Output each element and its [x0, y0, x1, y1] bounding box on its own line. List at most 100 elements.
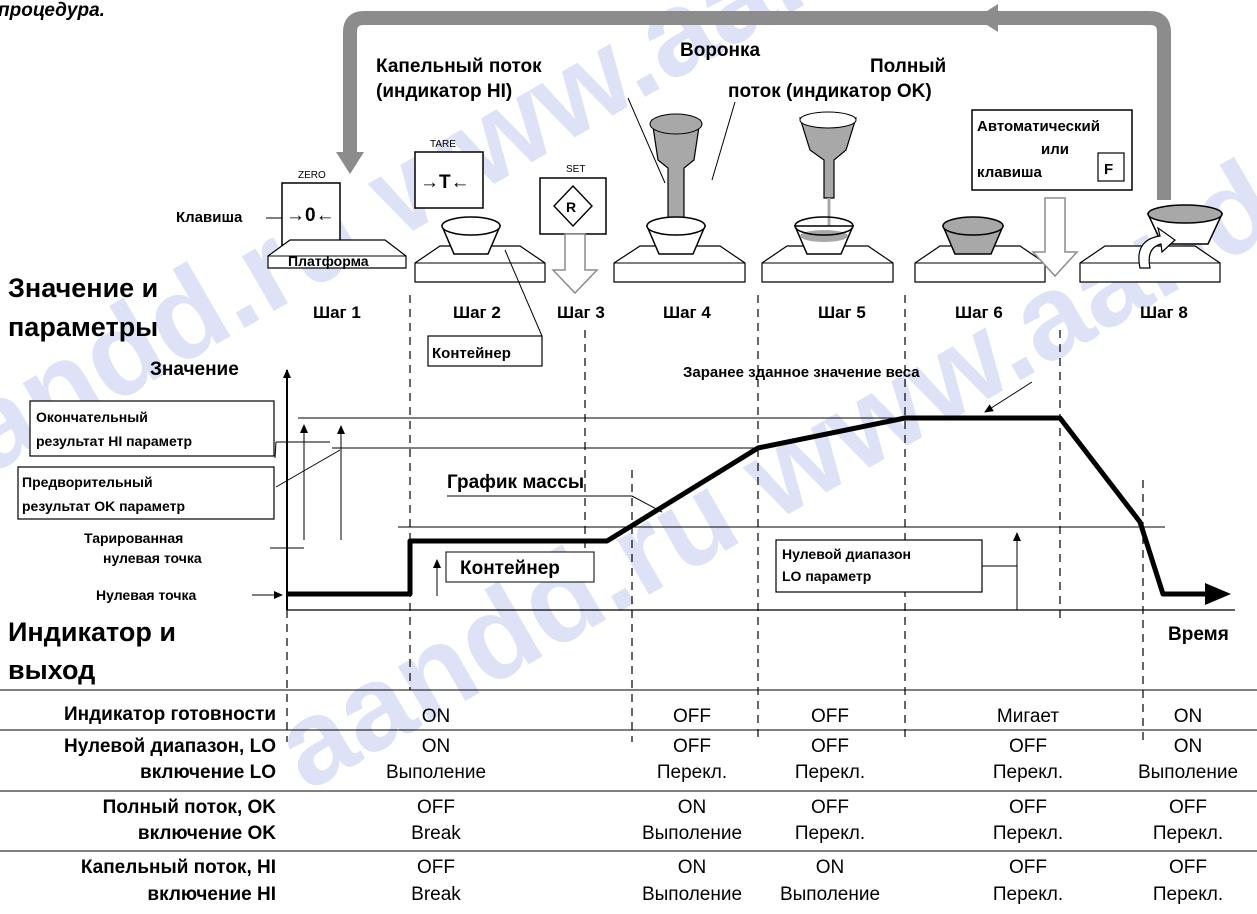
svg-text:OFF: OFF [811, 736, 849, 757]
drip-flow-label: Капельный поток (индикатор HI) [376, 56, 666, 184]
svg-text:OFF: OFF [1169, 797, 1207, 818]
svg-text:OFF: OFF [811, 797, 849, 818]
svg-text:OFF: OFF [417, 857, 455, 878]
svg-text:ON: ON [422, 706, 451, 727]
final-hi-param: Окончательный результат HI параметр [29, 400, 275, 457]
step2-scale: TARE →T← Контейнер [414, 139, 546, 367]
section-indicators-heading: выход [8, 655, 95, 685]
svg-text:включение OK: включение OK [138, 823, 276, 844]
svg-text:TARE: TARE [430, 139, 456, 150]
section-values-heading: Значение и [8, 273, 158, 303]
svg-text:Выполение: Выполение [780, 884, 880, 905]
header-fragment: процедура. [0, 0, 105, 21]
svg-text:Заранее зданное значение веса: Заранее зданное значение веса [683, 364, 920, 381]
svg-text:Окончательный: Окончательный [36, 409, 148, 425]
tared-zero-label: Тарированная нулевая точка [84, 530, 202, 566]
full-flow-label: Полный поток (индикатор OK) [711, 56, 946, 181]
funnel-label: Воронка [680, 40, 761, 61]
svg-text:OFF: OFF [673, 736, 711, 757]
svg-text:ON: ON [816, 857, 845, 878]
auto-down-arrow-icon [1031, 197, 1079, 278]
svg-text:График массы: График массы [447, 472, 584, 493]
table-row: Капельный поток, HI включение HI OFF Bre… [81, 857, 1223, 905]
svg-text:Перекл.: Перекл. [993, 884, 1063, 905]
f-key-icon [1097, 152, 1125, 182]
parameter-arrows [252, 424, 1021, 610]
step1-scale: ZERO →0← Клавиша Платформа [176, 170, 407, 269]
svg-text:Воронка: Воронка [680, 40, 761, 61]
svg-text:Break: Break [411, 823, 461, 844]
svg-text:Капельный поток: Капельный поток [376, 56, 542, 77]
step-dividers [286, 295, 1144, 742]
step8-scale [1079, 204, 1224, 283]
funnel-drip-icon [799, 117, 857, 199]
svg-text:OFF: OFF [1009, 797, 1047, 818]
mass-curve [287, 415, 1210, 597]
step-label: Шаг 5 [818, 303, 866, 322]
container-label-graph: Контейнер [445, 551, 595, 583]
step-label: Шаг 4 [663, 303, 711, 322]
svg-text:SET: SET [566, 164, 585, 175]
svg-text:ZERO: ZERO [298, 170, 326, 181]
svg-text:ON: ON [422, 736, 451, 757]
svg-text:Капельный поток, HI: Капельный поток, HI [81, 857, 276, 878]
step-label: Шаг 8 [1140, 303, 1188, 322]
y-axis-label: Значение [150, 359, 239, 380]
svg-text:поток (индикатор OK): поток (индикатор OK) [728, 81, 932, 102]
step4-scale [613, 113, 746, 283]
step-label: Шаг 2 [453, 303, 501, 322]
svg-text:Перекл.: Перекл. [795, 823, 865, 844]
svg-text:Платформа: Платформа [288, 253, 369, 269]
svg-text:OFF: OFF [417, 797, 455, 818]
zero-point-label: Нулевая точка [96, 587, 196, 603]
set-down-arrow-icon [551, 233, 599, 295]
cycle-arrow [336, 4, 1171, 200]
svg-text:Перекл.: Перекл. [993, 823, 1063, 844]
container-label-top: Контейнер [432, 345, 511, 362]
svg-text:ON: ON [1174, 736, 1203, 757]
section-values-heading: параметры [8, 312, 158, 342]
svg-text:Полный поток, OK: Полный поток, OK [103, 797, 277, 818]
svg-text:OFF: OFF [1009, 736, 1047, 757]
table-row: Индикатор готовности ON OFF OFF Мигает O… [64, 704, 1202, 727]
svg-text:Break: Break [411, 884, 461, 905]
set-key-icon [539, 177, 607, 235]
svg-text:OFF: OFF [1009, 857, 1047, 878]
svg-text:OFF: OFF [811, 706, 849, 727]
svg-text:Выполение: Выполение [642, 884, 742, 905]
svg-text:Перекл.: Перекл. [1153, 884, 1223, 905]
svg-text:→0←: →0← [286, 205, 335, 226]
table-row: Полный поток, OK включение OK OFF Break … [103, 797, 1223, 844]
step-label: Шаг 3 [557, 303, 605, 322]
svg-text:ON: ON [678, 857, 707, 878]
svg-text:Выполение: Выполение [386, 762, 486, 783]
svg-text:Индикатор готовности: Индикатор готовности [64, 704, 276, 725]
svg-text:клавиша: клавиша [977, 164, 1043, 181]
svg-text:LO параметр: LO параметр [782, 568, 871, 584]
x-axis-label: Время [1168, 624, 1229, 645]
svg-text:Перекл.: Перекл. [657, 762, 727, 783]
svg-text:Нулевой диапазон: Нулевой диапазон [782, 546, 911, 562]
svg-text:Клавиша: Клавиша [176, 209, 243, 226]
svg-text:включение HI: включение HI [147, 884, 276, 905]
svg-text:(индикатор HI): (индикатор HI) [376, 81, 512, 102]
svg-text:Перекл.: Перекл. [795, 762, 865, 783]
time-arrow-icon [1205, 583, 1231, 605]
svg-text:R: R [566, 199, 576, 215]
step-label: Шаг 1 [313, 303, 361, 322]
auto-or-key-box: Автоматический или клавиша F [971, 109, 1133, 278]
svg-text:Тарированная: Тарированная [84, 530, 183, 546]
svg-text:→T←: →T← [420, 172, 470, 193]
table-row: Нулевой диапазон, LO включение LO ON Вып… [64, 736, 1238, 783]
svg-text:или: или [1041, 141, 1069, 158]
step-labels: Шаг 1 Шаг 2 Шаг 3 Шаг 4 Шаг 5 Шаг 6 Шаг … [313, 303, 1188, 322]
prelim-ok-param: Предворительный результат OK параметр [17, 466, 275, 520]
svg-text:Нулевой диапазон, LO: Нулевой диапазон, LO [64, 736, 276, 757]
pour-arrow-icon [1138, 226, 1176, 269]
svg-text:Мигает: Мигает [997, 706, 1059, 727]
svg-text:ON: ON [678, 797, 707, 818]
svg-text:результат HI параметр: результат HI параметр [36, 433, 192, 449]
svg-text:Полный: Полный [870, 56, 946, 77]
svg-text:Выполение: Выполение [1138, 762, 1238, 783]
